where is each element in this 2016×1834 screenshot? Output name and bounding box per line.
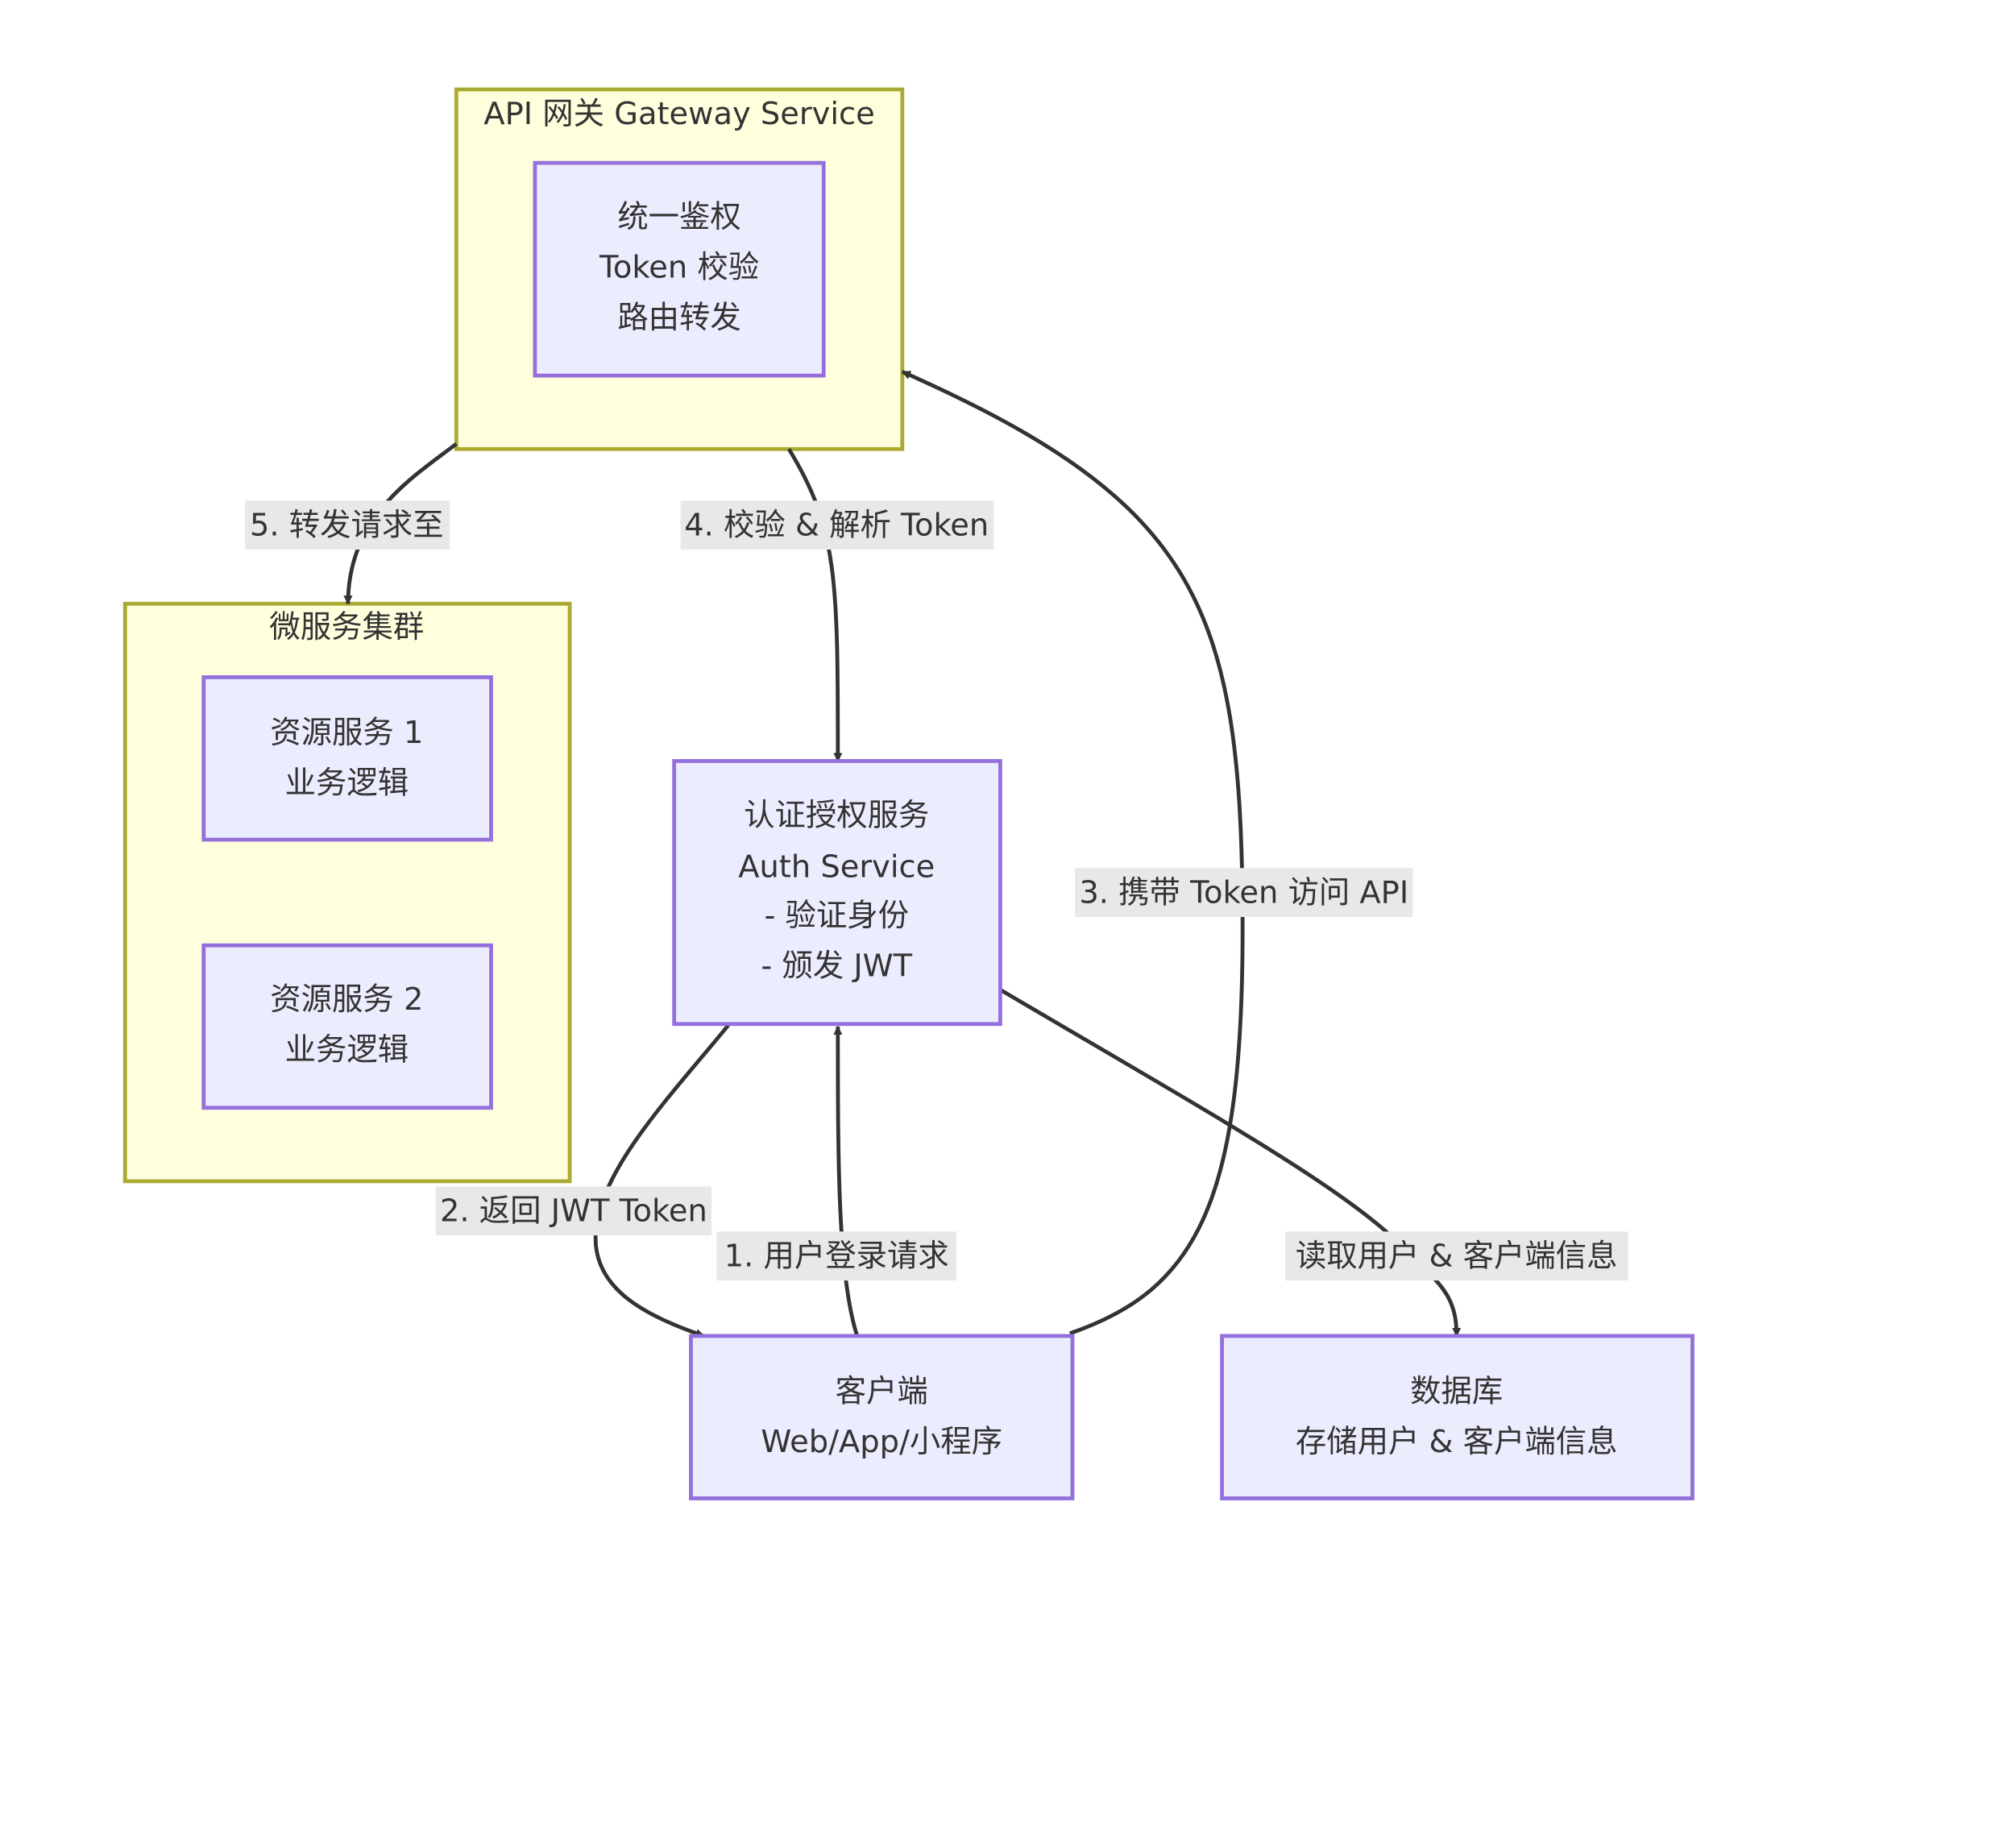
edge-label-validate: 4. 校验 & 解析 Token — [680, 500, 994, 550]
edge-validate-token — [786, 448, 843, 762]
database-line-2: 存储用户 & 客户端信息 — [1296, 1424, 1618, 1460]
client-line-2: Web/App/小程序 — [761, 1424, 1002, 1460]
gateway-cluster: API 网关 Gateway Service — [454, 87, 905, 451]
edge-label-return-jwt: 2. 返回 JWT Token — [435, 1186, 712, 1236]
edge-label-login: 1. 用户登录请求 — [716, 1231, 957, 1281]
gateway-core-line-3: 路由转发 — [617, 300, 741, 336]
database-node: 数据库 存储用户 & 客户端信息 — [1220, 1334, 1695, 1500]
edge-label-carry-token-text: 3. 携带 Token 访问 API — [1079, 874, 1408, 911]
database-line-1: 数据库 — [1410, 1374, 1503, 1410]
edge-return-jwt — [593, 1023, 730, 1338]
gateway-core-node: 统一鉴权 Token 校验 路由转发 — [533, 160, 826, 378]
resource-service-2-line-2: 业务逻辑 — [285, 1032, 409, 1068]
auth-service-line-4: - 颁发 JWT — [761, 948, 912, 985]
auth-service-node: 认证授权服务 Auth Service - 验证身份 - 颁发 JWT — [672, 759, 1002, 1027]
auth-service-line-2: Auth Service — [738, 849, 935, 885]
edge-label-carry-token: 3. 携带 Token 访问 API — [1075, 868, 1413, 917]
auth-service-line-1: 认证授权服务 — [744, 797, 929, 833]
client-node: 客户端 Web/App/小程序 — [689, 1334, 1075, 1500]
edge-login-request — [833, 1025, 860, 1337]
auth-service-line-3: - 验证身份 — [764, 898, 909, 934]
edge-label-login-text: 1. 用户登录请求 — [724, 1239, 949, 1275]
resource-service-1-node: 资源服务 1 业务逻辑 — [201, 675, 493, 842]
edge-label-return-jwt-text: 2. 返回 JWT Token — [440, 1193, 707, 1230]
resource-service-1-line-2: 业务逻辑 — [285, 765, 409, 801]
edge-label-forward: 5. 转发请求至 — [244, 500, 450, 550]
edge-label-forward-text: 5. 转发请求至 — [250, 507, 444, 543]
edge-label-validate-text: 4. 校验 & 解析 Token — [684, 507, 989, 543]
edge-label-read-db: 读取用户 & 客户端信息 — [1284, 1231, 1628, 1281]
gateway-core-line-1: 统一鉴权 — [617, 199, 741, 235]
gateway-core-line-2: Token 校验 — [599, 250, 759, 286]
resource-service-1-line-1: 资源服务 1 — [270, 715, 423, 751]
edge-read-db — [1000, 989, 1462, 1338]
gateway-cluster-title: API 网关 Gateway Service — [483, 96, 874, 132]
resource-service-2-line-1: 资源服务 2 — [270, 981, 423, 1018]
resource-service-2-node: 资源服务 2 业务逻辑 — [201, 943, 493, 1110]
microservice-cluster-title: 微服务集群 — [269, 609, 424, 645]
client-line-1: 客户端 — [836, 1374, 928, 1410]
edge-label-read-db-text: 读取用户 & 客户端信息 — [1296, 1239, 1618, 1275]
